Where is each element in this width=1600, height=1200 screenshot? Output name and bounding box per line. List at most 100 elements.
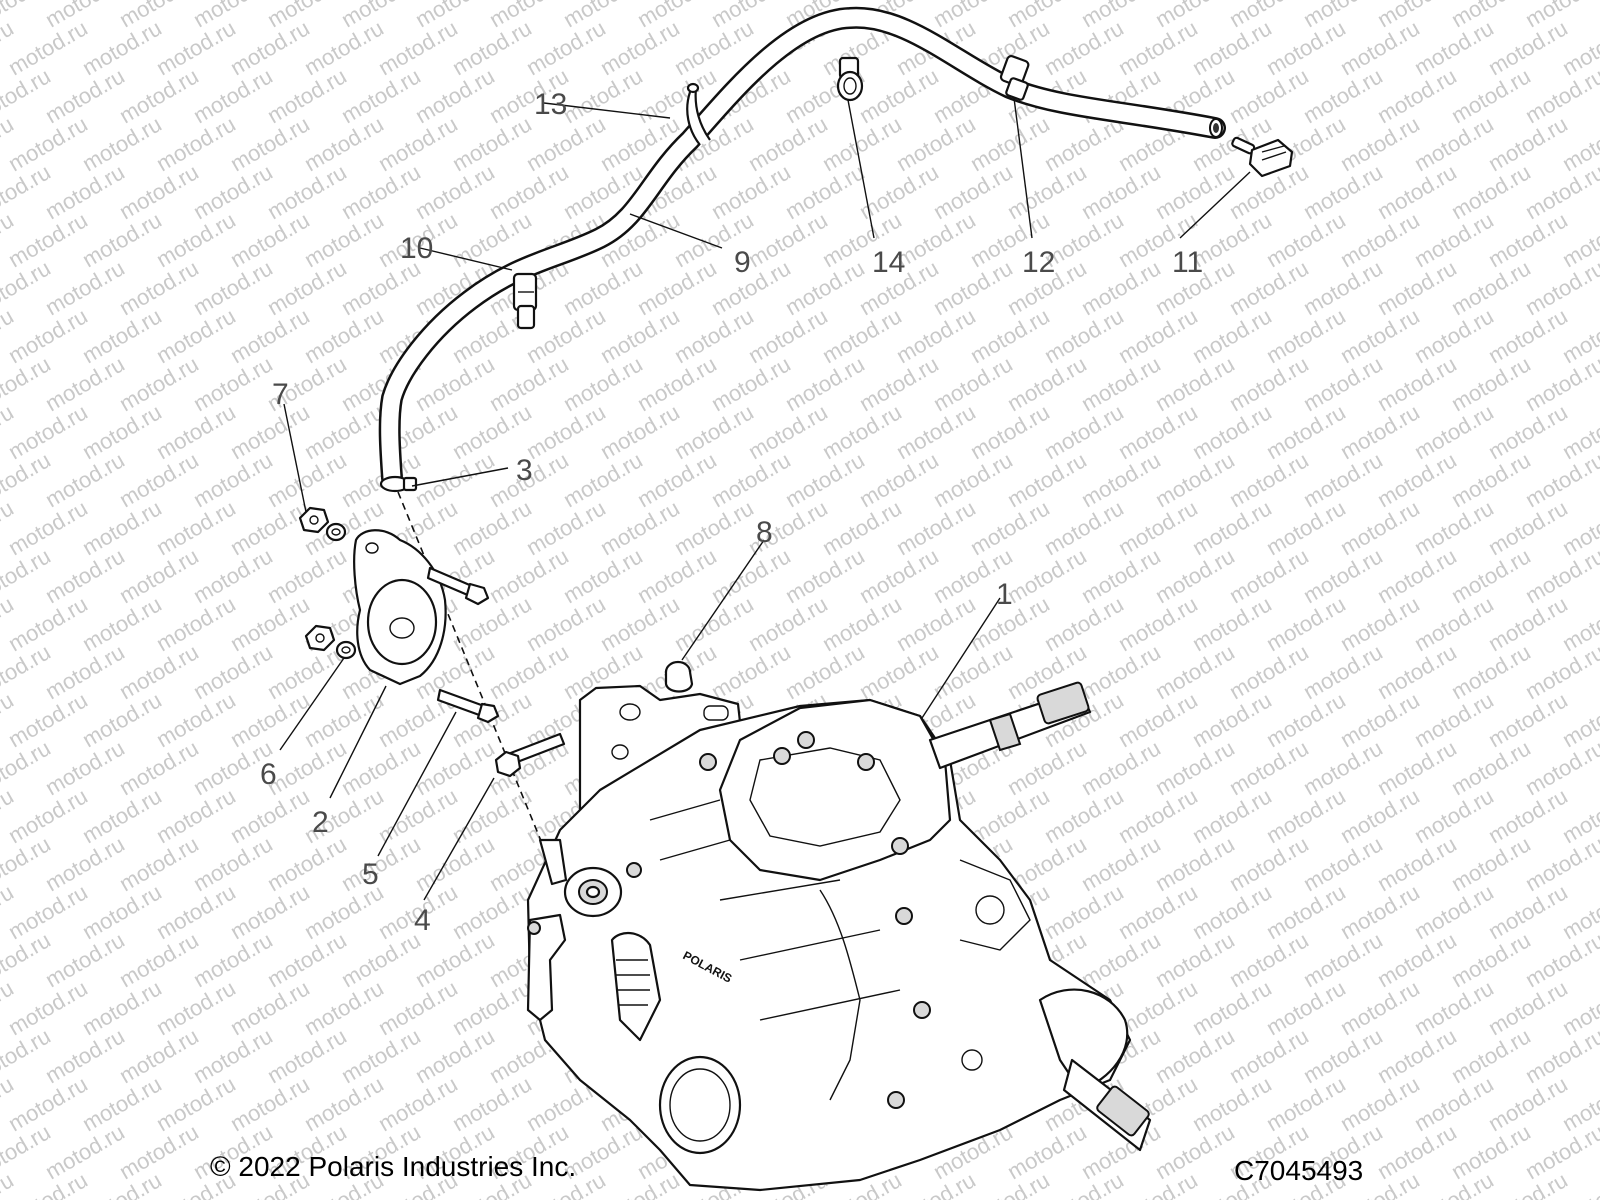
watermark-text: motod.ru	[1373, 255, 1461, 320]
callout-7: 7	[272, 378, 289, 411]
watermark-text: motod.ru	[1373, 1119, 1461, 1184]
watermark-text: motod.ru	[1151, 639, 1239, 704]
callout-9: 9	[734, 246, 751, 279]
watermark-text: motod.ru	[337, 159, 425, 224]
watermark-text: motod.ru	[1299, 831, 1387, 896]
assembly-line	[397, 491, 549, 859]
watermark-text: motod.ru	[596, 303, 684, 368]
watermark-text: motod.ru	[744, 207, 832, 272]
bolt-middle	[436, 688, 500, 724]
watermark-text: motod.ru	[41, 927, 129, 992]
watermark-text: motod.ru	[744, 303, 832, 368]
watermark-text: motod.ru	[78, 1071, 166, 1136]
watermark-text: motod.ru	[1188, 15, 1276, 80]
watermark-text: motod.ru	[4, 783, 92, 848]
watermark-text: motod.ru	[633, 255, 721, 320]
watermark-text: motod.ru	[1373, 447, 1461, 512]
watermark-text: motod.ru	[1410, 207, 1498, 272]
callout-2: 2	[312, 806, 329, 839]
watermark-text: motod.ru	[300, 111, 388, 176]
watermark-text: motod.ru	[1225, 639, 1313, 704]
watermark-text: motod.ru	[559, 255, 647, 320]
watermark-text: motod.ru	[1188, 783, 1276, 848]
watermark-text: motod.ru	[115, 255, 203, 320]
watermark-text: motod.ru	[0, 1167, 18, 1200]
watermark-text: motod.ru	[818, 303, 906, 368]
watermark-text: motod.ru	[1225, 927, 1313, 992]
watermark-text: motod.ru	[78, 303, 166, 368]
callout-11: 11	[1172, 246, 1203, 279]
watermark-text: motod.ru	[4, 15, 92, 80]
watermark-text: motod.ru	[1447, 831, 1535, 896]
watermark-text: motod.ru	[4, 879, 92, 944]
watermark-text: motod.ru	[596, 591, 684, 656]
watermark-text: motod.ru	[892, 399, 980, 464]
watermark-text: motod.ru	[300, 15, 388, 80]
watermark-text: motod.ru	[1188, 975, 1276, 1040]
watermark-text: motod.ru	[1151, 1119, 1239, 1184]
watermark-text: motod.ru	[855, 543, 943, 608]
watermark-text: motod.ru	[78, 783, 166, 848]
watermark-text: motod.ru	[448, 111, 536, 176]
watermark-text: motod.ru	[78, 207, 166, 272]
nut-upper	[298, 506, 347, 542]
watermark-text: motod.ru	[374, 15, 462, 80]
watermark-text: motod.ru	[1188, 687, 1276, 752]
watermark-text: motod.ru	[1373, 927, 1461, 992]
watermark-text: motod.ru	[337, 255, 425, 320]
watermark-text: motod.ru	[1151, 1023, 1239, 1088]
watermark-text: motod.ru	[115, 1119, 203, 1184]
watermark-text: motod.ru	[1373, 63, 1461, 128]
watermark-text: motod.ru	[966, 303, 1054, 368]
watermark-text: motod.ru	[152, 687, 240, 752]
watermark-text: motod.ru	[226, 783, 314, 848]
callout-3: 3	[516, 454, 533, 487]
watermark-text: motod.ru	[744, 111, 832, 176]
watermark-text: motod.ru	[1373, 543, 1461, 608]
watermark-text: motod.ru	[1077, 831, 1165, 896]
watermark-text: motod.ru	[226, 111, 314, 176]
watermark-text: motod.ru	[1336, 1071, 1424, 1136]
vent-fitting	[1231, 136, 1294, 178]
watermark-text: motod.ru	[411, 735, 499, 800]
watermark-text: motod.ru	[1114, 879, 1202, 944]
bolt-lower	[494, 732, 566, 778]
watermark-text: motod.ru	[226, 15, 314, 80]
watermark-text: motod.ru	[818, 111, 906, 176]
watermark-text: motod.ru	[411, 831, 499, 896]
watermark-text: motod.ru	[189, 639, 277, 704]
watermark-text: motod.ru	[1077, 735, 1165, 800]
watermark-text: motod.ru	[263, 63, 351, 128]
watermark-text: motod.ru	[781, 639, 869, 704]
watermark-text: motod.ru	[115, 831, 203, 896]
watermark-text: motod.ru	[1225, 831, 1313, 896]
watermark-text: motod.ru	[41, 1023, 129, 1088]
watermark-text: motod.ru	[374, 1071, 462, 1136]
watermark-text: motod.ru	[1299, 63, 1387, 128]
sensor-cover	[353, 529, 447, 686]
watermark-text: motod.ru	[411, 447, 499, 512]
watermark-text: motod.ru	[152, 495, 240, 560]
watermark-text: motod.ru	[818, 591, 906, 656]
watermark-text: motod.ru	[152, 15, 240, 80]
watermark-text: motod.ru	[892, 495, 980, 560]
watermark-text: motod.ru	[744, 399, 832, 464]
watermark-text: motod.ru	[1151, 447, 1239, 512]
watermark-text: motod.ru	[115, 447, 203, 512]
watermark-text: motod.ru	[115, 543, 203, 608]
watermark-text: motod.ru	[411, 1023, 499, 1088]
callout-10: 10	[400, 232, 433, 265]
watermark-text: motod.ru	[1447, 255, 1535, 320]
hose-end-clamp	[379, 475, 418, 493]
watermark-text: motod.ru	[189, 351, 277, 416]
watermark-text: motod.ru	[78, 591, 166, 656]
watermark-text: motod.ru	[1003, 447, 1091, 512]
watermark-text: motod.ru	[633, 351, 721, 416]
watermark-text: motod.ru	[1484, 975, 1572, 1040]
watermark-text: motod.ru	[1484, 591, 1572, 656]
watermark-text: motod.ru	[1373, 159, 1461, 224]
watermark-text: motod.ru	[1225, 447, 1313, 512]
watermark-text: motod.ru	[707, 351, 795, 416]
watermark-text: motod.ru	[226, 591, 314, 656]
watermark-text: motod.ru	[1410, 879, 1498, 944]
